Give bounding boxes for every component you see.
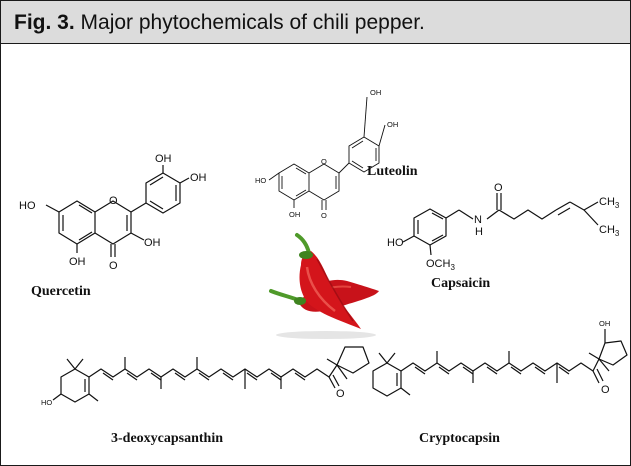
figure-caption: Fig. 3. Major phytochemicals of chili pe… xyxy=(1,1,630,44)
capsaicin-structure: HO OCH3 N H O CH3 CH3 xyxy=(387,182,620,272)
capsaicin-label: Capsaicin xyxy=(431,276,490,291)
quercetin-o-ring: O xyxy=(109,195,118,207)
deoxycapsanthin-label: 3-deoxycapsanthin xyxy=(111,431,223,446)
quercetin-structure: O O OH OH HO OH OH xyxy=(19,153,207,272)
deoxycapsanthin-ho: HO xyxy=(41,398,52,407)
cryptocapsin-oh: OH xyxy=(599,319,610,328)
luteolin-ho-left: HO xyxy=(255,176,266,185)
quercetin-o-keto: O xyxy=(109,260,118,272)
figure-number: Fig. 3. xyxy=(14,11,75,34)
capsaicin-och3: OCH3 xyxy=(426,258,455,272)
quercetin-oh-bottom: OH xyxy=(69,256,86,268)
quercetin-oh-right: OH xyxy=(190,172,207,184)
capsaicin-ch3-top: CH3 xyxy=(599,196,620,210)
quercetin-oh-ring: OH xyxy=(144,237,161,249)
figure-caption-text: Major phytochemicals of chili pepper. xyxy=(80,11,425,34)
capsaicin-h: H xyxy=(475,226,483,238)
luteolin-o-keto: O xyxy=(321,211,327,220)
quercetin-label: Quercetin xyxy=(31,284,91,299)
luteolin-structure: O O OH OH HO OH xyxy=(255,88,398,220)
quercetin-oh-top: OH xyxy=(155,153,172,165)
capsaicin-ch3-bottom: CH3 xyxy=(599,224,620,238)
phytochemical-diagram: O O OH OH HO OH OH Quercetin xyxy=(19,88,628,446)
deoxycapsanthin-structure: O HO xyxy=(41,346,370,407)
capsaicin-n: N xyxy=(474,214,482,226)
cryptocapsin-structure: O OH xyxy=(372,319,628,397)
chili-pepper-image xyxy=(269,233,379,339)
capsaicin-o-amide: O xyxy=(494,182,503,194)
luteolin-label: Luteolin xyxy=(367,164,418,179)
luteolin-oh-right: OH xyxy=(387,120,398,129)
deoxycapsanthin-o-keto: O xyxy=(336,388,345,400)
luteolin-oh-top: OH xyxy=(370,88,381,97)
luteolin-o-ring: O xyxy=(321,157,327,166)
cryptocapsin-o-keto: O xyxy=(601,384,610,396)
luteolin-oh-bottom: OH xyxy=(289,210,300,219)
cryptocapsin-label: Cryptocapsin xyxy=(419,431,500,446)
quercetin-ho-left: HO xyxy=(19,200,36,212)
capsaicin-ho: HO xyxy=(387,237,404,249)
